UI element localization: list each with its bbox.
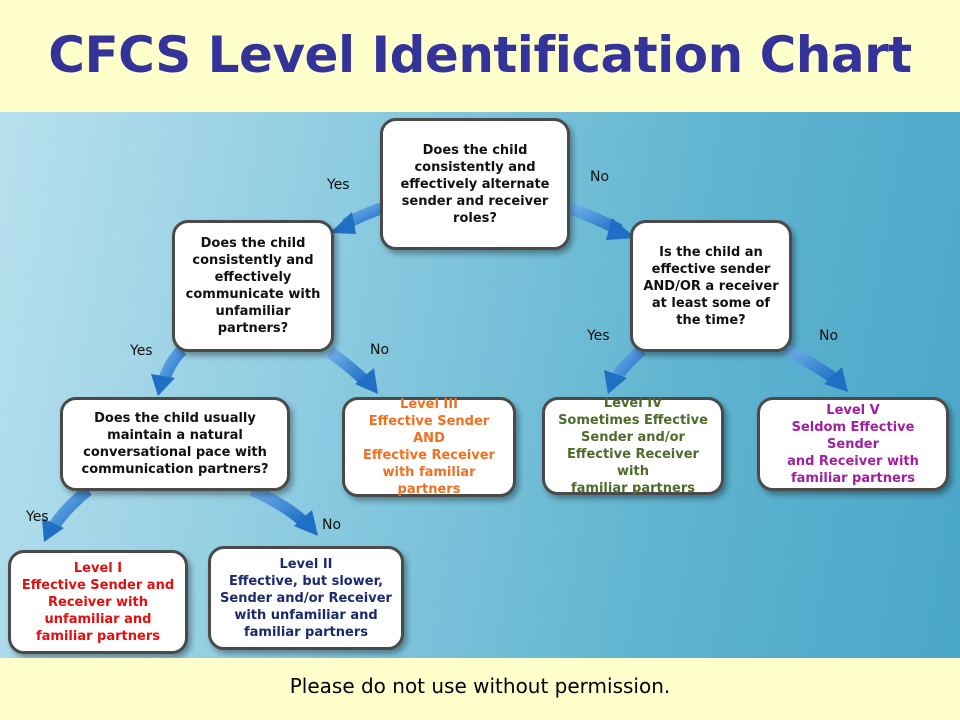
edge-label-q3-yes: Yes (587, 328, 610, 344)
level-2-box: Level II Effective, but slower, Sender a… (208, 546, 404, 650)
question-alternate-roles: Does the child consistently and effectiv… (380, 118, 570, 250)
edge-label-q2-no: No (370, 342, 390, 358)
edge-label-q4-no: No (322, 517, 342, 533)
flowchart-arrows (42, 202, 848, 542)
permission-notice: Please do not use without permission. (289, 674, 671, 698)
edge-label-q1-no: No (590, 169, 610, 185)
arrowhead-q3-yes (604, 370, 627, 394)
edge-label-q1-yes: Yes (327, 177, 350, 193)
question-conversational-pace: Does the child usually maintain a natura… (60, 397, 290, 491)
arrow-q2-no (326, 347, 371, 387)
arrowhead-q2-yes (151, 374, 175, 396)
question-unfamiliar-partners: Does the child consistently and effectiv… (172, 220, 334, 352)
arrow-q2-yes (158, 345, 187, 383)
arrow-q4-yes (49, 485, 92, 530)
arrow-q3-no (783, 344, 840, 385)
question-effective-sender-receiver: Is the child an effective sender AND/OR … (630, 220, 792, 352)
arrowhead-q1-yes (330, 212, 356, 234)
level-1-box: Level I Effective Sender and Receiver wi… (8, 550, 188, 654)
arrowhead-q2-no (355, 368, 378, 394)
arrow-q3-yes (610, 345, 646, 382)
arrowhead-q1-no (606, 218, 636, 240)
edge-label-q4-yes: Yes (26, 509, 49, 525)
header: CFCS Level Identification Chart (0, 0, 960, 112)
arrow-q4-no (249, 484, 309, 527)
arrowhead-q3-no (824, 367, 848, 392)
page-title: CFCS Level Identification Chart (48, 26, 912, 84)
level-3-box: Level III Effective Sender AND Effective… (342, 397, 516, 497)
arrowhead-q4-yes (42, 518, 64, 542)
level-5-box: Level V Seldom Effective Sender and Rece… (757, 397, 949, 491)
footer: Please do not use without permission. (0, 658, 960, 720)
level-4-box: Level IV Sometimes Effective Sender and/… (542, 396, 724, 496)
edge-label-q2-yes: Yes (130, 343, 153, 359)
flowchart-canvas: Does the child consistently and effectiv… (0, 112, 960, 658)
edge-label-q3-no: No (819, 328, 839, 344)
arrowhead-q4-no (294, 510, 318, 536)
